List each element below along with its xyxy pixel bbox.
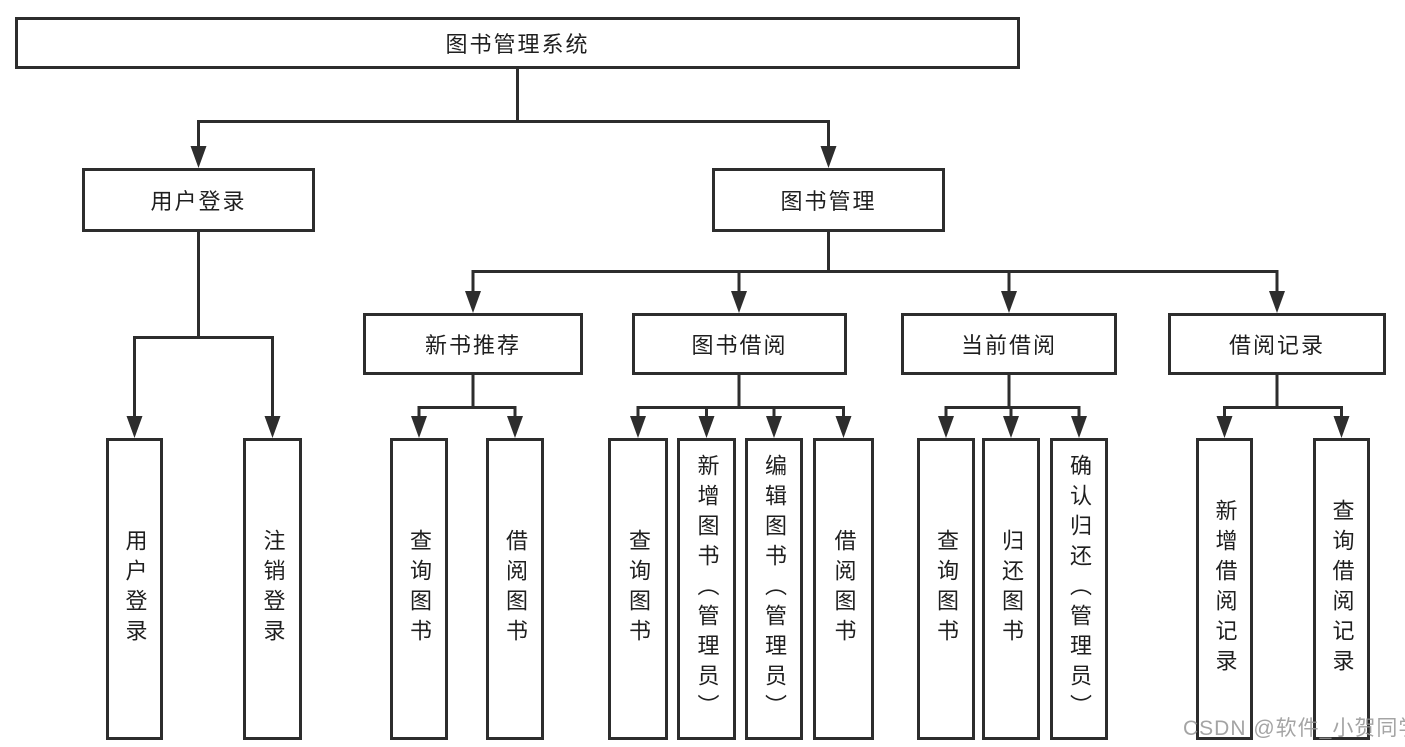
connector-current-borrow-to-leaves xyxy=(938,375,1087,438)
connector-book-mgmt-to-level3 xyxy=(465,232,1285,313)
leaf-query-book-3: 查询图书 xyxy=(917,438,975,740)
node-book-mgmt: 图书管理 xyxy=(712,168,945,232)
leaf-borrow-book-2: 借阅图书 xyxy=(813,438,874,740)
connector-user-login-to-leaves xyxy=(126,232,281,438)
node-borrow-record: 借阅记录 xyxy=(1168,313,1386,375)
node-new-book-rec: 新书推荐 xyxy=(363,313,583,375)
connector-new-book-to-leaves xyxy=(411,375,523,438)
node-root: 图书管理系统 xyxy=(15,17,1020,69)
leaf-user-login: 用户登录 xyxy=(106,438,163,740)
node-book-borrow: 图书借阅 xyxy=(632,313,847,375)
leaf-query-book-1: 查询图书 xyxy=(390,438,448,740)
leaf-edit-book-admin: 编辑图书（管理员） xyxy=(745,438,803,740)
leaf-add-borrow-record: 新增借阅记录 xyxy=(1196,438,1253,740)
leaf-query-borrow-record: 查询借阅记录 xyxy=(1313,438,1370,740)
leaf-logout: 注销登录 xyxy=(243,438,302,740)
node-current-borrow: 当前借阅 xyxy=(901,313,1117,375)
connector-book-borrow-to-leaves xyxy=(630,375,852,438)
csdn-watermark: CSDN @软件_小贺同学 xyxy=(1183,717,1405,740)
leaf-add-book-admin: 新增图书（管理员） xyxy=(677,438,736,740)
leaf-return-book: 归还图书 xyxy=(982,438,1040,740)
leaf-borrow-book-1: 借阅图书 xyxy=(486,438,544,740)
connector-borrow-record-to-leaves xyxy=(1216,375,1350,438)
node-user-login: 用户登录 xyxy=(82,168,315,232)
connector-root-to-level2 xyxy=(190,69,837,168)
leaf-confirm-return-admin: 确认归还（管理员） xyxy=(1050,438,1108,740)
leaf-query-book-2: 查询图书 xyxy=(608,438,668,740)
